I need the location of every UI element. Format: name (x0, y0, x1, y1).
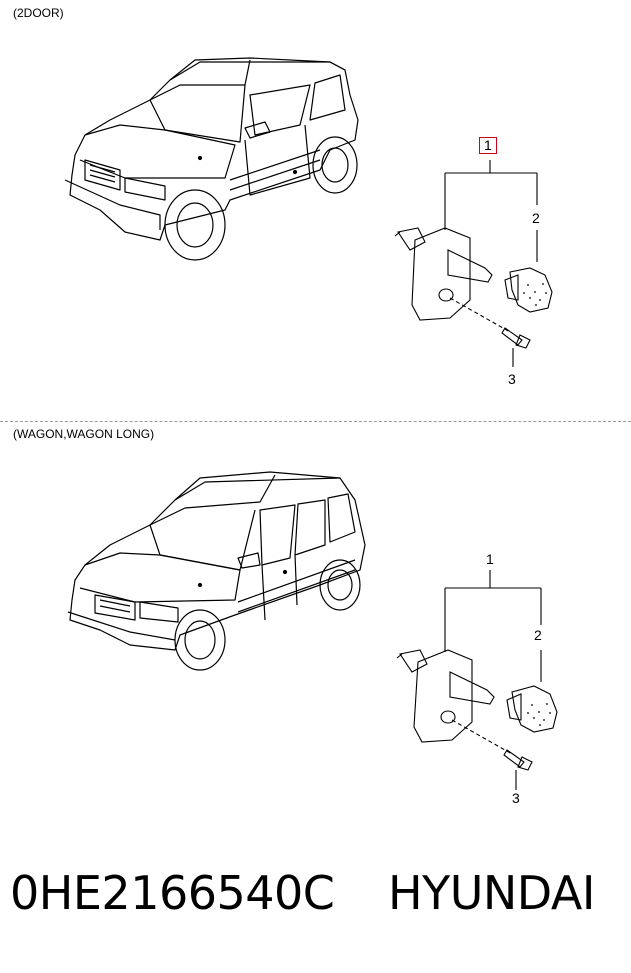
vehicle-2door-illustration (64, 57, 359, 261)
section-divider (0, 421, 631, 422)
section-label-wagon: (WAGON,WAGON LONG) (13, 427, 155, 441)
section-label-2door: (2DOOR) (13, 6, 64, 20)
diagram-wagon (67, 471, 558, 790)
door-check-assembly-wagon (396, 570, 558, 790)
callout-1-wagon[interactable]: 1 (486, 551, 494, 567)
callout-3-wagon[interactable]: 3 (512, 790, 520, 806)
callout-2-2door[interactable]: 2 (532, 210, 540, 226)
brand-name: HYUNDAI (388, 866, 595, 920)
callout-1-2door[interactable]: 1 (479, 137, 497, 154)
callout-2-wagon[interactable]: 2 (534, 627, 542, 643)
part-number: 0HE2166540C (10, 866, 335, 920)
callout-3-2door[interactable]: 3 (508, 371, 516, 387)
vehicle-wagon-illustration (67, 471, 366, 671)
diagram-2door (64, 57, 553, 367)
door-check-assembly-2door (394, 160, 553, 367)
